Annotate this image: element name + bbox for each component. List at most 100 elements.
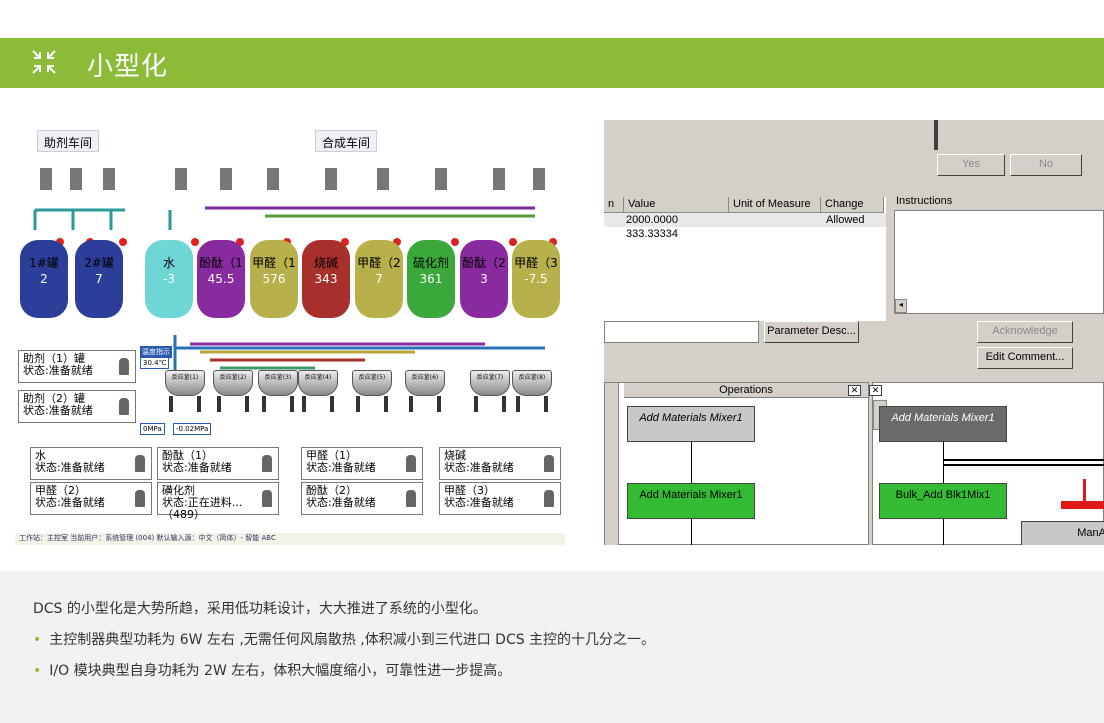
acknowledge-button[interactable]: Acknowledge	[977, 321, 1073, 343]
pump-icon[interactable]	[103, 168, 115, 190]
indicator-bulb-icon	[406, 455, 416, 472]
col-header-unit[interactable]: Unit of Measure	[729, 197, 821, 213]
status-box[interactable]: 磺化剂状态:正在进料...（489）	[157, 482, 279, 521]
reactor-leg	[217, 396, 221, 412]
status-title: 甲醛（2）	[35, 484, 86, 497]
op-add-materials-2[interactable]: Add Materials Mixer1	[627, 483, 755, 519]
reactor-vessel[interactable]: 反应釜(3)	[258, 370, 298, 412]
bullet-icon: •	[33, 632, 42, 648]
tank-name: 酚酞（1	[199, 256, 243, 270]
tank-name: 2#罐	[84, 256, 114, 270]
status-box[interactable]: 助剂（2）罐状态:准备就绪	[18, 390, 136, 423]
valve-icon[interactable]	[191, 238, 199, 246]
instructions-textbox[interactable]: ◂	[894, 210, 1104, 314]
caption-bullet-1: •主控制器典型功耗为 6W 左右 ,无需任何风扇散热 ,体积减小到三代进口 DC…	[33, 632, 656, 648]
valve-icon[interactable]	[509, 238, 517, 246]
pump-icon[interactable]	[267, 168, 279, 190]
status-box[interactable]: 甲醛（3）状态:准备就绪	[439, 482, 561, 515]
status-box[interactable]: 甲醛（1）状态:准备就绪	[301, 447, 423, 480]
pump-icon[interactable]	[493, 168, 505, 190]
pressure-value-2: -0.02MPa	[173, 423, 212, 435]
op-link	[943, 519, 944, 545]
no-button[interactable]: No	[1010, 154, 1082, 176]
valve-icon[interactable]	[451, 238, 459, 246]
status-box[interactable]: 水状态:准备就绪	[30, 447, 152, 480]
parameter-input[interactable]	[604, 321, 759, 343]
pump-icon[interactable]	[325, 168, 337, 190]
op-branch	[943, 464, 1104, 466]
reactor-vessel[interactable]: 反应釜(7)	[470, 370, 510, 412]
pump-icon[interactable]	[70, 168, 82, 190]
status-box[interactable]: 烧碱状态:准备就绪	[439, 447, 561, 480]
reactor-vessel[interactable]: 反应釜(8)	[512, 370, 552, 412]
status-title: 磺化剂	[162, 484, 195, 497]
edit-comment-button[interactable]: Edit Comment...	[977, 347, 1073, 369]
col-header-value[interactable]: Value	[624, 197, 729, 213]
reactor-leg	[409, 396, 413, 412]
transition-marker	[1061, 501, 1104, 509]
pump-icon[interactable]	[40, 168, 52, 190]
status-box[interactable]: 甲醛（2）状态:准备就绪	[30, 482, 152, 515]
op-manual-add[interactable]: ManA	[1021, 521, 1104, 545]
reactor-vessel[interactable]: 反应釜(6)	[405, 370, 445, 412]
tab-synthesis-workshop[interactable]: 合成车间	[315, 130, 378, 152]
reactor-leg	[502, 396, 506, 412]
reactor-vessel[interactable]: 反应釜(2)	[213, 370, 253, 412]
pump-icon[interactable]	[435, 168, 447, 190]
grid-change-1: Allowed	[826, 214, 865, 226]
status-box[interactable]: 助剂（1）罐状态:准备就绪	[18, 350, 136, 383]
close-icon[interactable]: ✕	[869, 385, 882, 396]
storage-tank[interactable]: 水-3	[145, 240, 193, 318]
tank-value: -3	[163, 272, 175, 286]
tank-value: 343	[314, 272, 338, 286]
tab-auxiliary-workshop[interactable]: 助剂车间	[37, 130, 100, 152]
col-header-change[interactable]: Change	[821, 197, 884, 213]
status-box[interactable]: 酚酞（2）状态:准备就绪	[301, 482, 423, 515]
grid-value-1: 2000.0000	[626, 214, 678, 226]
pump-icon[interactable]	[175, 168, 187, 190]
tank-value: 3	[480, 272, 488, 286]
status-title: 助剂（1）罐	[23, 352, 85, 365]
op-add-materials-3[interactable]: Add Materials Mixer1	[879, 406, 1007, 442]
status-state: 状态:正在进料...（489）	[162, 496, 243, 521]
storage-tank[interactable]: 甲醛（3-7.5	[512, 240, 560, 318]
parameter-desc-button[interactable]: Parameter Desc...	[764, 321, 859, 343]
reactor-vessel[interactable]: 反应釜(1)	[165, 370, 205, 412]
tank-value: 361	[419, 272, 443, 286]
reactor-label: 反应釜(5)	[352, 370, 392, 396]
reactor-label: 反应釜(8)	[512, 370, 552, 396]
col-header-name[interactable]: n	[604, 197, 624, 213]
reactor-label: 反应釜(3)	[258, 370, 298, 396]
close-icon[interactable]: ✕	[848, 385, 861, 396]
pump-icon[interactable]	[533, 168, 545, 190]
pump-icon[interactable]	[377, 168, 389, 190]
status-state: 状态:准备就绪	[35, 496, 105, 509]
tank-name: 酚酞（2	[462, 256, 506, 270]
indicator-bulb-icon	[544, 455, 554, 472]
pane-scrollbar[interactable]	[605, 383, 619, 545]
op-bulk-add[interactable]: Bulk_Add Blk1Mix1	[879, 483, 1007, 519]
valve-icon[interactable]	[119, 238, 127, 246]
storage-tank[interactable]: 酚酞（2 3	[460, 240, 508, 318]
scroll-left-icon[interactable]: ◂	[895, 299, 907, 313]
reactor-vessel[interactable]: 反应釜(5)	[352, 370, 392, 412]
reactor-vessel[interactable]: 反应釜(4)	[298, 370, 338, 412]
op-add-materials-1[interactable]: Add Materials Mixer1	[627, 406, 755, 442]
pump-icon[interactable]	[220, 168, 232, 190]
reactor-leg	[330, 396, 334, 412]
caption-bullet-2: •I/O 模块典型自身功耗为 2W 左右，体积大幅度缩小，可靠性进一步提高。	[33, 663, 512, 679]
indicator-bulb-icon	[119, 358, 129, 375]
table-row[interactable]	[604, 213, 886, 227]
status-box[interactable]: 酚酞（1）状态:准备就绪	[157, 447, 279, 480]
yes-button[interactable]: Yes	[937, 154, 1005, 176]
window-divider	[934, 120, 938, 150]
reactor-label: 反应釜(2)	[213, 370, 253, 396]
